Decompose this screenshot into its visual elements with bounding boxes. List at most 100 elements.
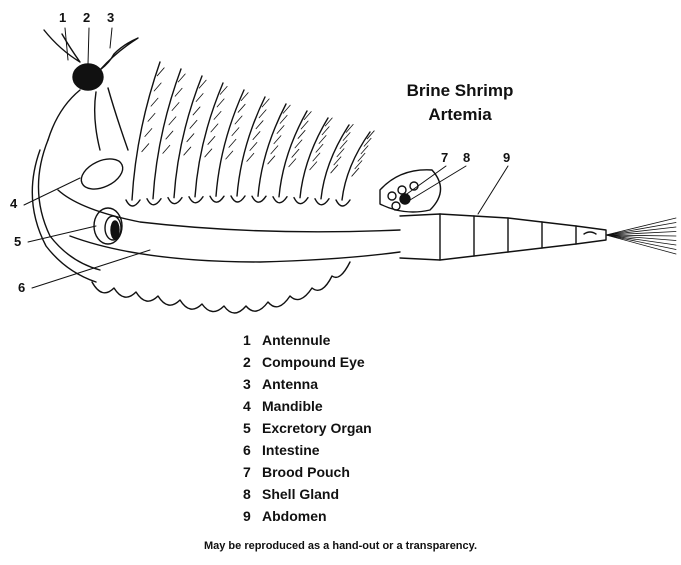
legend-label: Excretory Organ	[262, 420, 372, 436]
leg-shaft	[153, 69, 181, 199]
leg-bristle	[319, 135, 326, 143]
leg-bristle	[292, 149, 299, 157]
leg-bristle	[205, 149, 212, 157]
legend-number: 8	[243, 483, 262, 505]
callout-6: 6	[18, 280, 25, 295]
legend-number: 1	[243, 329, 262, 351]
legend-item: 5Excretory Organ	[243, 417, 372, 439]
legend-number: 6	[243, 439, 262, 461]
mandible	[77, 153, 128, 195]
legend-number: 5	[243, 417, 262, 439]
legend-label: Abdomen	[262, 508, 327, 524]
leg-lobe	[210, 196, 224, 202]
leg-bristle	[193, 107, 200, 115]
leg-shaft	[258, 104, 286, 196]
leg-shaft	[237, 97, 265, 196]
leg-bristle	[247, 153, 254, 161]
leg-bristle	[196, 94, 203, 102]
leg-bristle	[145, 129, 152, 137]
leg-bristle	[301, 121, 308, 129]
callout-7: 7	[441, 150, 448, 165]
legend-label: Antennule	[262, 332, 330, 348]
leg-bristle	[187, 134, 194, 142]
leg-lobe	[294, 198, 308, 204]
leg-bristle	[184, 147, 191, 155]
legend-number: 4	[243, 395, 262, 417]
leg-shaft	[195, 83, 223, 197]
leg-bristle	[163, 145, 170, 153]
leg-bristle	[190, 120, 197, 128]
leg-bristle	[313, 153, 320, 161]
leg-lobe	[231, 196, 245, 202]
leg-bristle	[172, 103, 179, 111]
leg-bristle	[358, 153, 365, 161]
thoracic-legs	[126, 62, 374, 206]
leg-bristle	[355, 161, 362, 169]
legend-label: Mandible	[262, 398, 323, 414]
leg-lobe	[273, 197, 287, 203]
leg-bristle	[295, 140, 302, 148]
leg-bristle	[214, 111, 221, 119]
callout-5: 5	[14, 234, 21, 249]
leg-bristle	[229, 139, 236, 147]
leg-bristle	[232, 128, 239, 136]
leg-shaft	[216, 90, 244, 196]
leg-bristle	[253, 132, 260, 140]
leg-lobe	[189, 197, 203, 203]
legend-number: 7	[243, 461, 262, 483]
leg-bristle	[148, 113, 155, 121]
compound-eye	[73, 64, 103, 90]
legend-item: 3Antenna	[243, 373, 372, 395]
leg-bristle	[310, 162, 317, 170]
leg-bristle	[280, 115, 287, 123]
leg-bristle	[238, 104, 245, 112]
leg-bristle	[226, 151, 233, 159]
legend-label: Shell Gland	[262, 486, 339, 502]
leg-bristle	[250, 142, 257, 150]
callout-9: 9	[503, 150, 510, 165]
leg-bristle	[169, 117, 176, 125]
leg-bristle	[256, 121, 263, 129]
leg-bristle	[235, 116, 242, 124]
leg-bristle	[175, 88, 182, 96]
leg-bristle	[337, 149, 344, 157]
leg-bristle	[217, 99, 224, 107]
leg-bristle	[268, 156, 275, 164]
leg-shaft	[300, 118, 328, 198]
callout-2: 2	[83, 10, 90, 25]
leg-bristle	[274, 136, 281, 144]
tail-bristle	[606, 227, 676, 235]
legend-label: Intestine	[262, 442, 320, 458]
leg-bristle	[331, 165, 338, 173]
leg-shaft	[174, 76, 202, 198]
legend-number: 3	[243, 373, 262, 395]
leg-lobe	[168, 198, 182, 204]
footer-note: May be reproduced as a hand-out or a tra…	[0, 540, 681, 552]
leg-bristle	[361, 146, 368, 154]
leg-bristle	[334, 157, 341, 165]
leg-bristle	[151, 98, 158, 106]
diagram-title-line1: Brine Shrimp	[360, 80, 560, 102]
leg-lobe	[126, 200, 140, 206]
leg-bristle	[208, 136, 215, 144]
legend-label: Antenna	[262, 376, 318, 392]
callout-3: 3	[107, 10, 114, 25]
leg-bristle	[340, 141, 347, 149]
leg-bristle	[142, 144, 149, 152]
tail-bristle	[606, 218, 676, 235]
leg-lobe	[336, 200, 350, 206]
tail-bristles	[606, 218, 676, 254]
leg-bristle	[352, 168, 359, 176]
leg-shaft	[342, 132, 370, 200]
leg-lobe	[252, 196, 266, 202]
leg-shaft	[279, 111, 307, 197]
